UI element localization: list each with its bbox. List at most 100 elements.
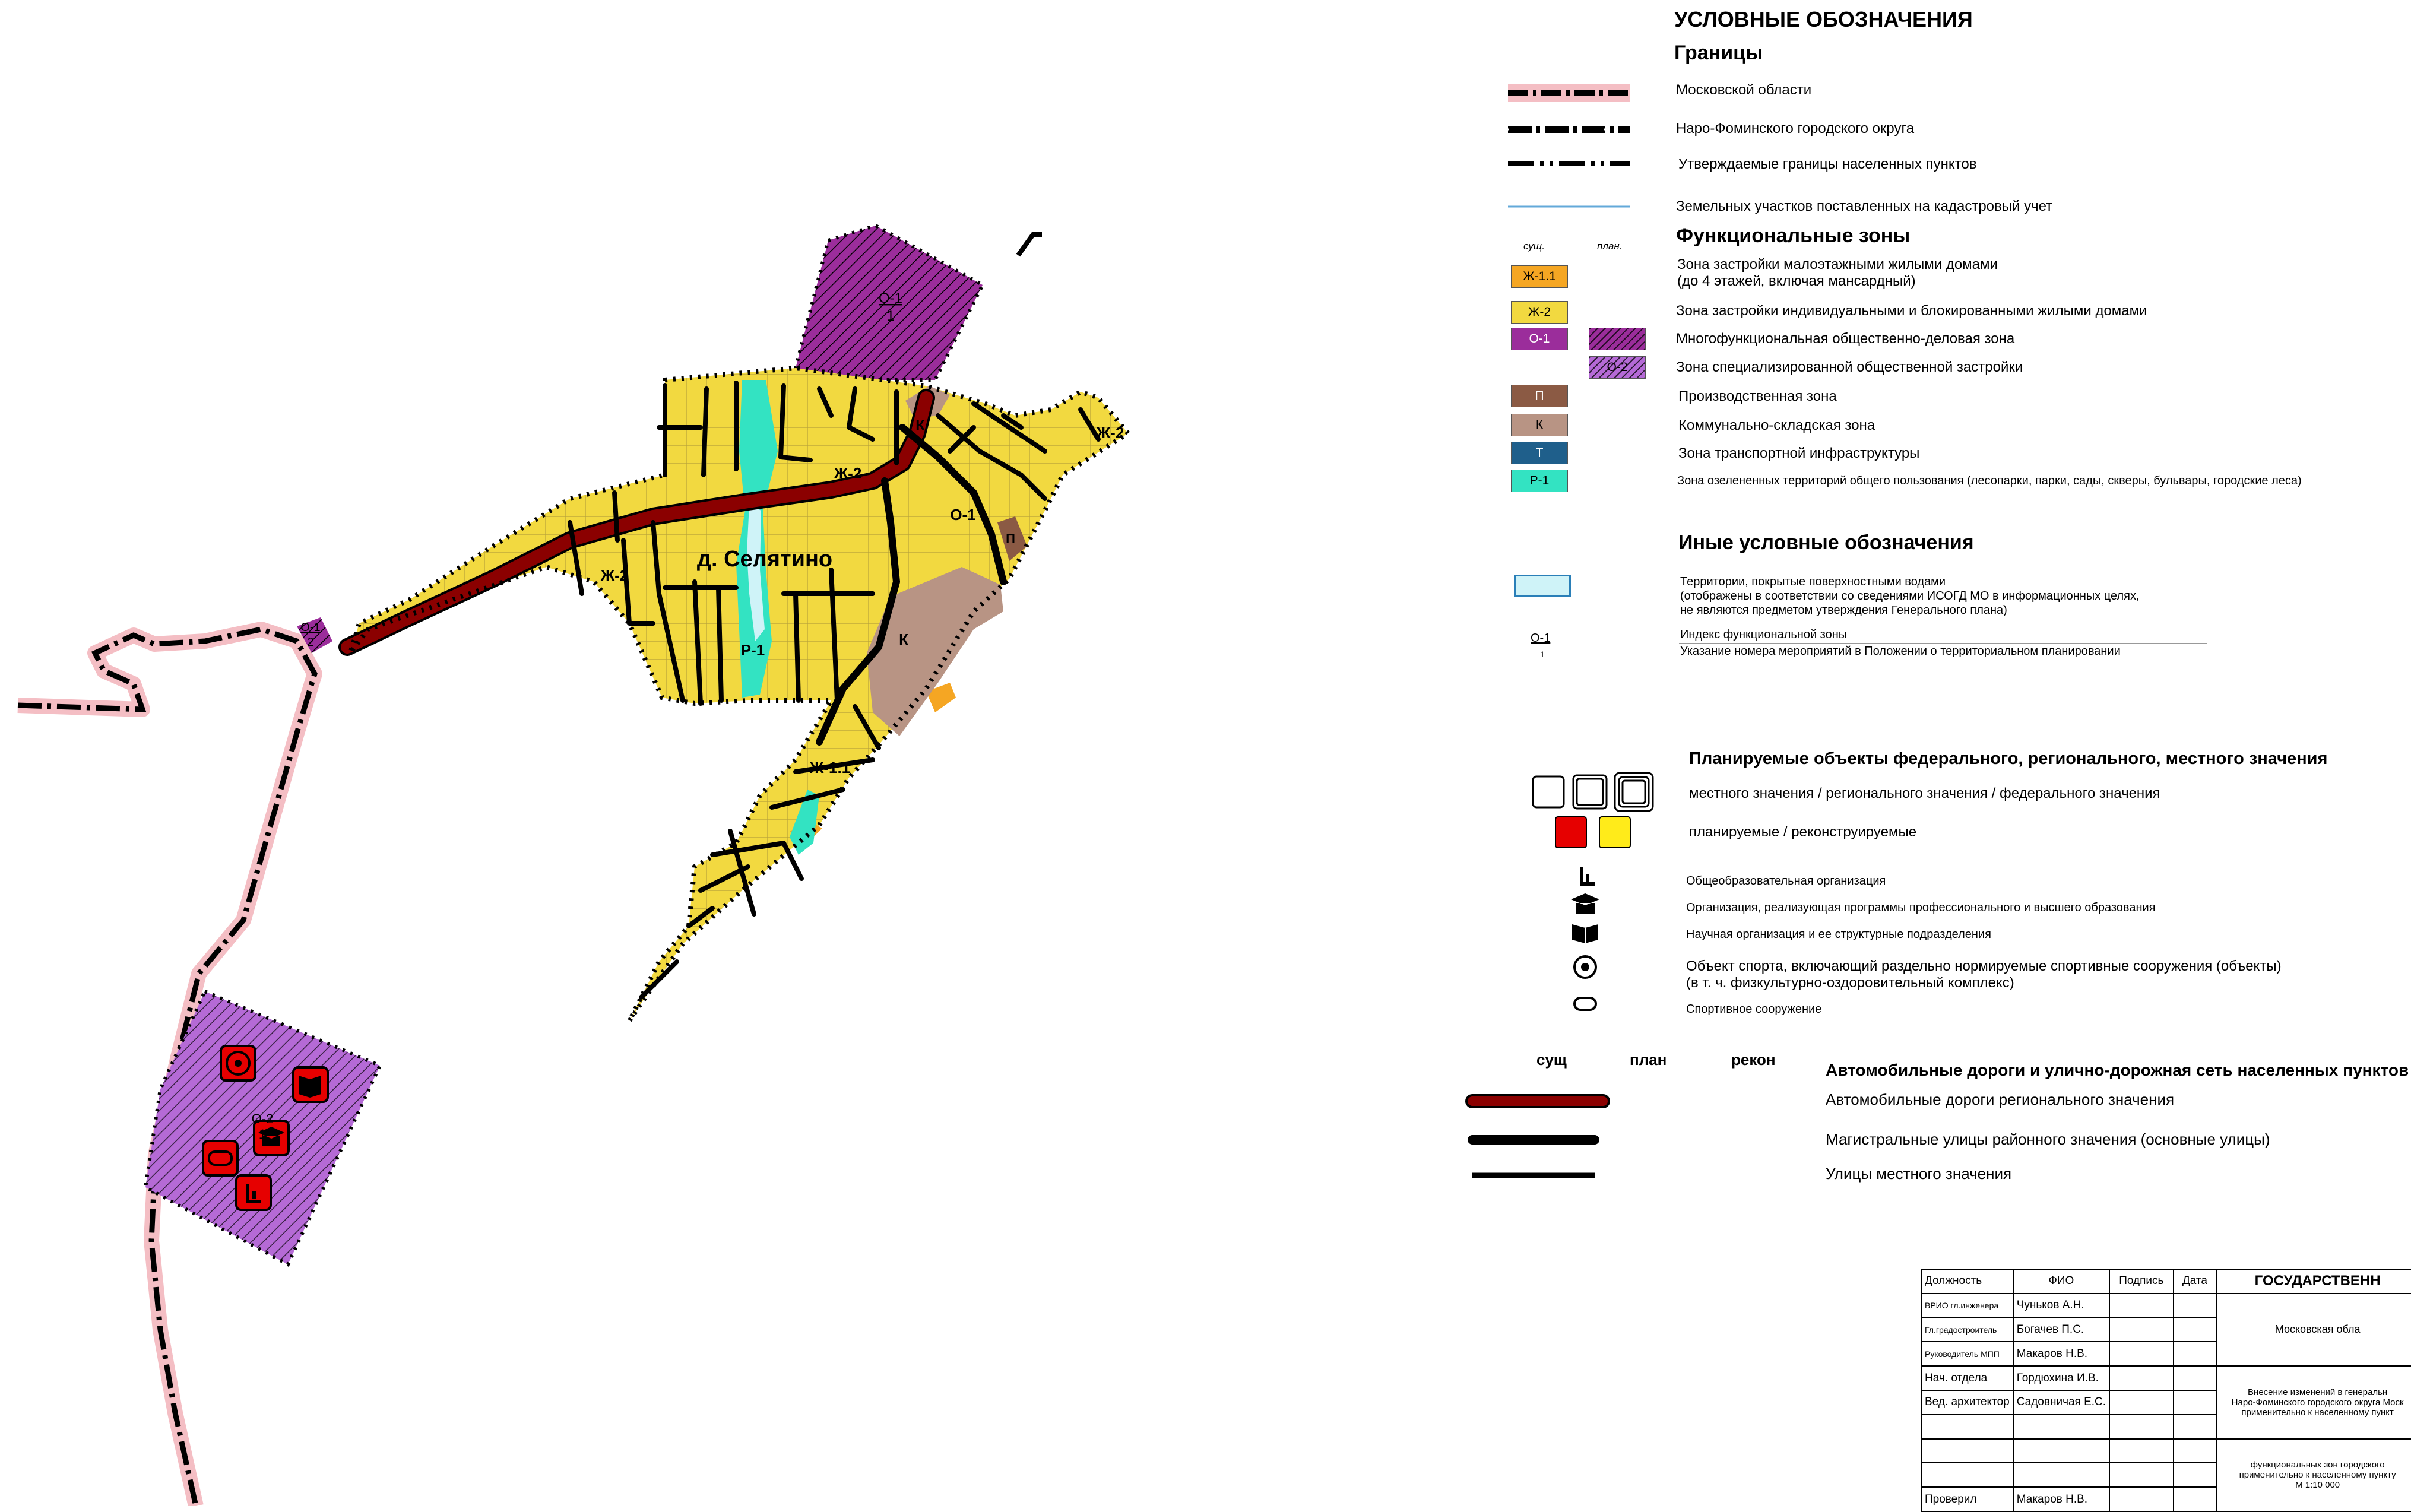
stamp-name: Макаров Н.В. — [2012, 1341, 2111, 1367]
stamp-header: Дата — [2172, 1269, 2217, 1294]
zone-swatch-k: К — [1511, 414, 1568, 436]
stamp-name: Чуньков А.Н. — [2012, 1292, 2111, 1318]
water-swatch — [1514, 575, 1571, 597]
zone-swatch-t: Т — [1511, 442, 1568, 464]
zones-col-existing: сущ. — [1523, 240, 1545, 252]
number-label: Указание номера мероприятий в Положении … — [1680, 645, 2121, 658]
boundary-samples — [1508, 84, 1630, 208]
title-block: Должность ФИО Подпись Дата ГОСУДАРСТВЕНН… — [1921, 1269, 2411, 1512]
water-label: Территории, покрытые поверхностными вода… — [1680, 575, 2140, 617]
object-icons — [1571, 867, 1599, 1011]
water-body — [747, 505, 765, 641]
stamp-sheet: функциональных зон городского применител… — [2216, 1438, 2411, 1512]
zone-swatch-o1: О-1 — [1511, 328, 1568, 350]
zones-col-planned: план. — [1597, 240, 1623, 252]
stamp-cell — [2109, 1462, 2174, 1488]
zone-o1-north — [790, 223, 1042, 382]
stamp-title: ГОСУДАРСТВЕНН — [2216, 1269, 2411, 1294]
zone-label-t: Зона транспортной инфраструктуры — [1678, 445, 1920, 461]
sport-complex-icon — [1573, 955, 1597, 979]
stamp-cell — [2172, 1413, 2217, 1440]
object-item: Научная организация и ее структурные под… — [1686, 928, 1991, 941]
stamp-cell — [2109, 1365, 2174, 1391]
stamp-cell — [2172, 1438, 2217, 1464]
zone-swatch-zh11: Ж-1.1 — [1511, 265, 1568, 288]
legend-title: УСЛОВНЫЕ ОБОЗНАЧЕНИЯ — [1674, 7, 1973, 31]
stamp-project: Внесение изменений в генеральн Наро-Фоми… — [2216, 1365, 2411, 1440]
science-organization-icon — [292, 1066, 329, 1103]
index-divider — [1679, 643, 2207, 644]
label-zh2-left: Ж-2 — [600, 566, 629, 584]
stamp-cell — [2172, 1365, 2217, 1391]
index-sample-top: О-1 — [1531, 632, 1551, 645]
stamp-cell — [2172, 1292, 2217, 1318]
road-item: Автомобильные дороги регионального значе… — [1826, 1091, 2175, 1108]
school-icon — [235, 1174, 272, 1211]
zone-label-k: Коммунально-складская зона — [1678, 417, 1875, 433]
stamp-name: Макаров Н.В. — [2012, 1486, 2111, 1512]
zone-swatch-p: П — [1511, 385, 1568, 407]
stamp-role: ВРИО гл.инженера — [1921, 1292, 2014, 1318]
zone-label-zh2: Зона застройки индивидуальными и блокиро… — [1676, 303, 2147, 319]
stamp-role — [1921, 1438, 2014, 1464]
stamp-cell — [2172, 1486, 2217, 1512]
stamp-cell — [2109, 1413, 2174, 1440]
roads-col-planned: план — [1630, 1051, 1667, 1069]
object-item: Объект спорта, включающий раздельно норм… — [1686, 958, 2282, 991]
label-zh2-right: Ж-2 — [1096, 424, 1124, 442]
stamp-name: Гордюхина И.В. — [2012, 1365, 2111, 1391]
label-o1-east: О-1 — [950, 506, 975, 524]
other-heading: Иные условные обозначения — [1678, 531, 1974, 554]
stamp-cell — [2172, 1462, 2217, 1488]
zone-label-o2: Зона специализированной общественной зас… — [1676, 359, 2023, 375]
stamp-role — [1921, 1413, 2014, 1440]
zone-label-p: Производственная зона — [1678, 388, 1837, 404]
zone-zh2-settlement — [350, 368, 1128, 1021]
label-p: П — [1006, 531, 1015, 546]
stamp-role: Вед. архитектор — [1921, 1389, 2014, 1415]
object-level-frames — [1532, 772, 1654, 848]
stamp-cell — [2109, 1438, 2174, 1464]
district-boundary — [17, 622, 322, 1506]
roads-col-recon: рекон — [1731, 1051, 1776, 1069]
zone-label-zh11: Зона застройки малоэтажными жилыми домам… — [1677, 256, 1998, 289]
stamp-role: Нач. отдела — [1921, 1365, 2014, 1391]
settlement-map: О-1 1 О-1 2 О-2 1 Ж-2 Ж-2 Ж-2 Ж-1.1 Р-1 … — [17, 223, 1132, 1506]
stamp-name — [2012, 1438, 2111, 1464]
zone-zh11-patch — [926, 683, 956, 712]
stamp-cell — [2109, 1389, 2174, 1415]
boundary-item: Наро-Фоминского городского округа — [1676, 121, 1915, 137]
zone-label-r1: Зона озелененных территорий общего польз… — [1677, 474, 2302, 487]
object-item: Спортивное сооружение — [1686, 1003, 1822, 1016]
index-label: Индекс функциональной зоны — [1680, 628, 1848, 641]
label-o1-north-top: О-1 — [879, 290, 902, 306]
index-sample-bottom: 1 — [1540, 649, 1545, 659]
sport-complex-icon — [220, 1045, 256, 1082]
sport-facility-icon — [1573, 997, 1597, 1011]
stamp-name: Садовничая Е.С. — [2012, 1389, 2111, 1415]
stamp-cell — [2172, 1389, 2217, 1415]
stamp-region: Московская обла — [2216, 1292, 2411, 1367]
label-k-big: К — [899, 630, 908, 648]
school-icon — [1580, 867, 1595, 886]
label-o1-north-bottom: 1 — [886, 308, 894, 324]
zone-label-o1: Многофункциональная общественно-деловая … — [1676, 331, 2015, 347]
boundaries-heading: Границы — [1674, 42, 1763, 64]
road-samples — [1465, 1094, 1610, 1178]
science-organization-icon — [1572, 924, 1598, 943]
objects-heading: Планируемые объекты федерального, регион… — [1689, 749, 2328, 768]
roads-heading: Автомобильные дороги и улично-дорожная с… — [1826, 1061, 2409, 1079]
stamp-header: Подпись — [2109, 1269, 2174, 1294]
label-k-small: К — [915, 416, 925, 434]
label-o1-small-bottom: 2 — [307, 636, 313, 649]
stamp-cell — [2109, 1317, 2174, 1343]
objects-levels-label: местного значения / регионального значен… — [1689, 785, 2160, 801]
road-item: Магистральные улицы районного значения (… — [1826, 1130, 2270, 1148]
stamp-role — [1921, 1462, 2014, 1488]
label-o1-small-top: О-1 — [300, 621, 320, 634]
stamp-name — [2012, 1462, 2111, 1488]
boundary-item: Утверждаемые границы населенных пунктов — [1678, 156, 1977, 172]
object-item: Общеобразовательная организация — [1686, 874, 1886, 887]
regional-road — [338, 389, 935, 656]
settlement-name: д. Селятино — [697, 547, 832, 572]
